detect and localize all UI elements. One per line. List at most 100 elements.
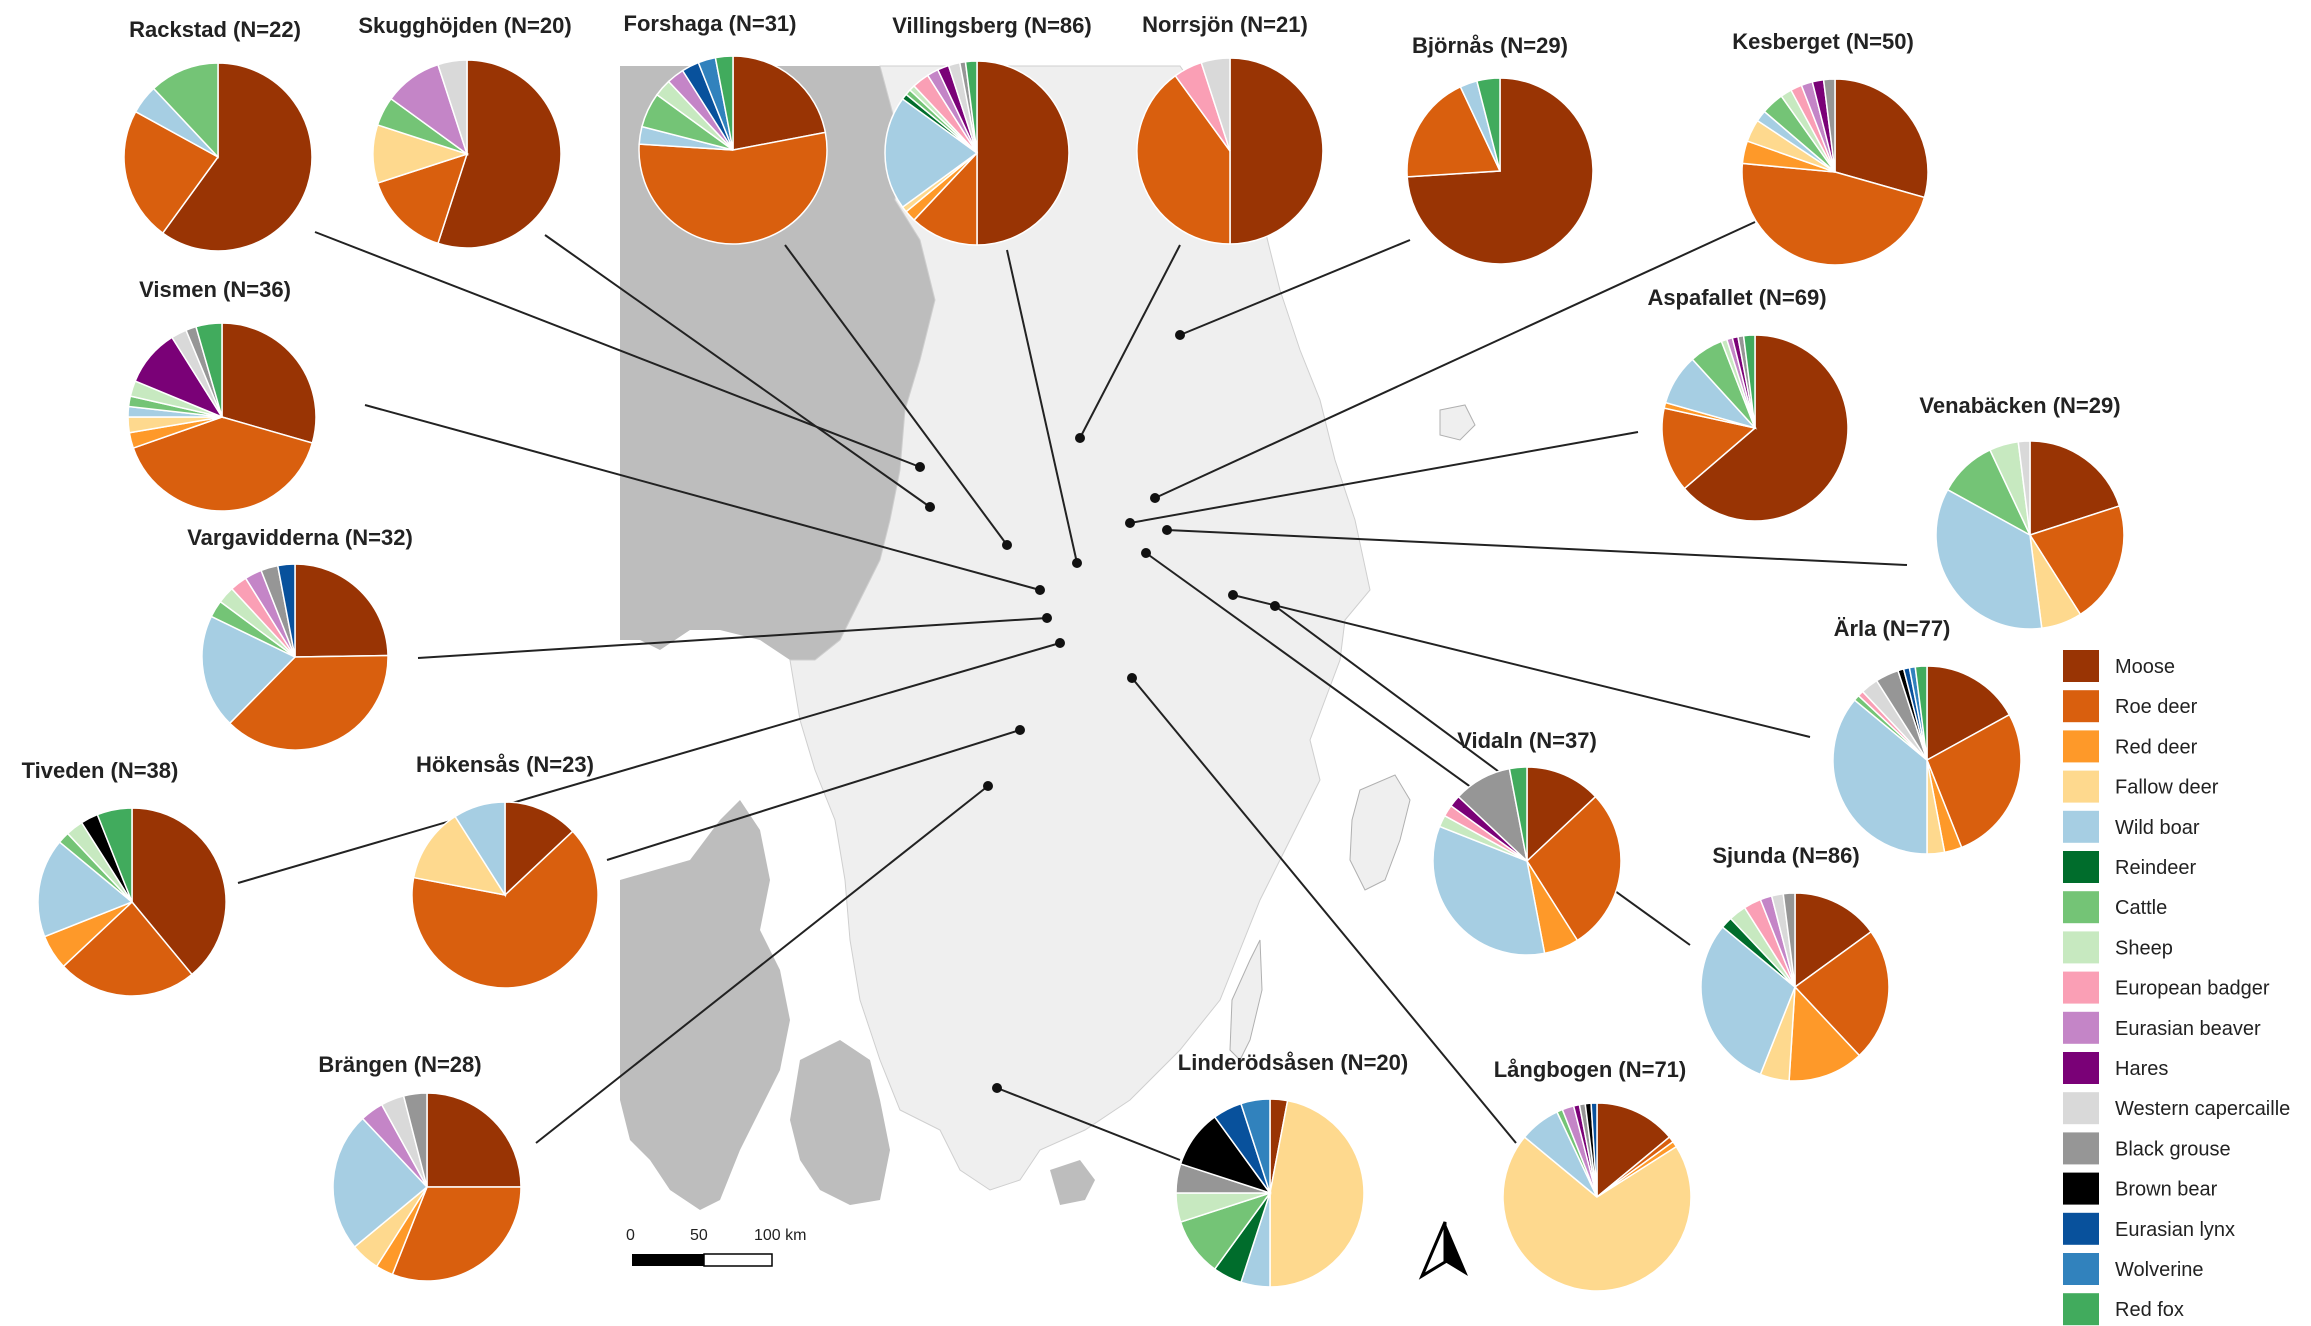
legend-swatch-fallow-deer: [2063, 770, 2099, 803]
pie-brangen: [332, 1092, 522, 1282]
pie-slice-sjunda-black-grouse: [1782, 892, 1796, 988]
pie-langbogen: [1502, 1102, 1692, 1292]
pie-sjunda: [1700, 892, 1890, 1082]
site-point-vidaln: [1270, 601, 1280, 611]
leader-line-forshaga: [784, 244, 1008, 546]
leader-line-kesberget: [1154, 221, 1756, 499]
pie-title-rackstad: Rackstad (N=22): [129, 17, 301, 42]
site-point-vargavidderna: [1042, 613, 1052, 623]
legend-swatch-hares: [2063, 1052, 2099, 1084]
pie-slice-vidaln-moose: [1526, 766, 1597, 863]
pie-title-sjunda: Sjunda (N=86): [1712, 843, 1859, 868]
land-gotland: [1349, 774, 1411, 891]
site-point-venabacken: [1162, 525, 1172, 535]
pie-slice-brangen-moose: [426, 1092, 522, 1188]
legend-swatch-western-capercaille: [2063, 1092, 2099, 1125]
scale-segment-light: [703, 1253, 773, 1267]
pie-slice-villingsberg-red-fox: [964, 60, 978, 154]
land-sweden: [789, 65, 1371, 1191]
land-aland: [1439, 404, 1476, 441]
pie-slice-kesberget-roe-deer: [1741, 162, 1926, 266]
pie-slice-bjornas-roe-deer: [1406, 85, 1502, 178]
pie-title-bjornas: Björnås (N=29): [1412, 33, 1568, 58]
pie-slice-sjunda-roe-deer: [1793, 930, 1890, 1057]
pie-villingsberg: [884, 60, 1070, 246]
pie-slice-hokensas-wild-boar: [454, 801, 506, 898]
pie-slice-arla-moose: [1926, 665, 2011, 762]
site-point-bjornas: [1175, 330, 1185, 340]
legend-label-hares: Hares: [2115, 1058, 2168, 1080]
pie-slice-villingsberg-roe-deer: [912, 151, 978, 246]
pie-vargavidderna: [201, 563, 389, 751]
pie-vismen: [127, 322, 317, 512]
legend-label-roe-deer: Roe deer: [2115, 696, 2198, 718]
legend-swatch-roe-deer: [2063, 690, 2099, 723]
pie-slice-aspafallet-moose: [1683, 334, 1849, 522]
site-point-linderodsasen: [992, 1083, 1002, 1093]
site-point-norrsjon: [1075, 433, 1085, 443]
pie-slice-arla-roe-deer: [1926, 713, 2022, 849]
pie-title-kesberget: Kesberget (N=50): [1732, 29, 1914, 54]
pie-slice-vargavidderna-wild-boar: [201, 615, 297, 725]
pie-slice-vargavidderna-roe-deer: [228, 654, 389, 751]
pie-title-tiveden: Tiveden (N=38): [22, 758, 179, 783]
pie-slice-norrsjon-western-capercaille: [1200, 57, 1231, 152]
pie-title-forshaga: Forshaga (N=31): [624, 11, 797, 36]
leader-line-skugghojden: [544, 234, 931, 508]
pie-slice-brangen-roe-deer: [391, 1186, 522, 1282]
leader-line-linderodsasen: [996, 1087, 1181, 1161]
site-point-rackstad: [915, 462, 925, 472]
pie-slice-villingsberg-moose: [976, 60, 1070, 246]
legend-swatch-sheep: [2063, 931, 2099, 964]
leader-line-vismen: [364, 404, 1041, 591]
pie-title-linderodsasen: Linderödsåsen (N=20): [1178, 1050, 1408, 1075]
pie-kesberget: [1741, 78, 1929, 266]
legend-label-red-deer: Red deer: [2115, 736, 2198, 758]
pie-aspafallet: [1661, 334, 1849, 522]
legend-swatch-brown-bear: [2063, 1172, 2099, 1205]
legend-swatch-black-grouse: [2063, 1132, 2099, 1165]
legend-label-reindeer: Reindeer: [2115, 857, 2197, 879]
site-point-villingsberg: [1072, 558, 1082, 568]
pie-linderodsasen: [1175, 1098, 1365, 1288]
legend-label-wolverine: Wolverine: [2115, 1259, 2204, 1281]
pie-slice-arla-wild-boar: [1832, 699, 1928, 855]
site-point-kesberget: [1150, 493, 1160, 503]
legend-label-european-badger: European badger: [2115, 978, 2270, 1000]
pie-slice-hokensas-fallow-deer: [412, 815, 507, 897]
pie-slice-aspafallet-red-fox: [1742, 334, 1756, 429]
pie-slice-vidaln-wild-boar: [1432, 825, 1546, 956]
pie-skugghojden: [372, 59, 562, 249]
legend-swatch-red-deer: [2063, 730, 2099, 763]
pie-slice-hokensas-roe-deer: [411, 830, 599, 989]
pie-slice-venabacken-roe-deer: [2028, 505, 2125, 616]
legend-swatch-wild-boar: [2063, 810, 2099, 843]
site-point-tiveden: [1055, 638, 1065, 648]
pie-slice-vidaln-roe-deer: [1526, 795, 1622, 942]
base-map: [620, 65, 1476, 1210]
leader-line-vargavidderna: [417, 617, 1048, 659]
pie-slice-tiveden-red-fox: [96, 807, 133, 903]
pie-title-vismen: Vismen (N=36): [139, 277, 291, 302]
pie-slice-vidaln-red-fox: [1508, 766, 1528, 862]
pie-slice-venabacken-western-capercaille: [2017, 440, 2031, 536]
legend-label-brown-bear: Brown bear: [2115, 1179, 2218, 1201]
pie-slice-forshaga-roe-deer: [638, 131, 828, 245]
leader-line-venabacken: [1166, 529, 1908, 566]
legend-label-western-capercaille: Western capercaille: [2115, 1098, 2290, 1120]
leader-line-vidaln: [1274, 605, 1511, 781]
land-zealand: [790, 1040, 890, 1205]
pie-slice-arla-red-fox: [1914, 665, 1928, 761]
site-point-skugghojden: [925, 502, 935, 512]
pie-title-villingsberg: Villingsberg (N=86): [892, 13, 1091, 38]
pie-slice-vismen-red-fox: [195, 322, 223, 418]
pie-slice-tiveden-roe-deer: [62, 900, 193, 997]
pie-vidaln: [1432, 766, 1622, 956]
legend-label-cattle: Cattle: [2115, 897, 2167, 919]
land-oland: [1229, 939, 1263, 1061]
scale-label-100: 100 km: [754, 1227, 806, 1244]
pie-slice-rackstad-moose: [161, 62, 313, 252]
pie-slice-langbogen-moose: [1596, 1102, 1671, 1199]
pie-slice-tiveden-moose: [131, 807, 227, 976]
